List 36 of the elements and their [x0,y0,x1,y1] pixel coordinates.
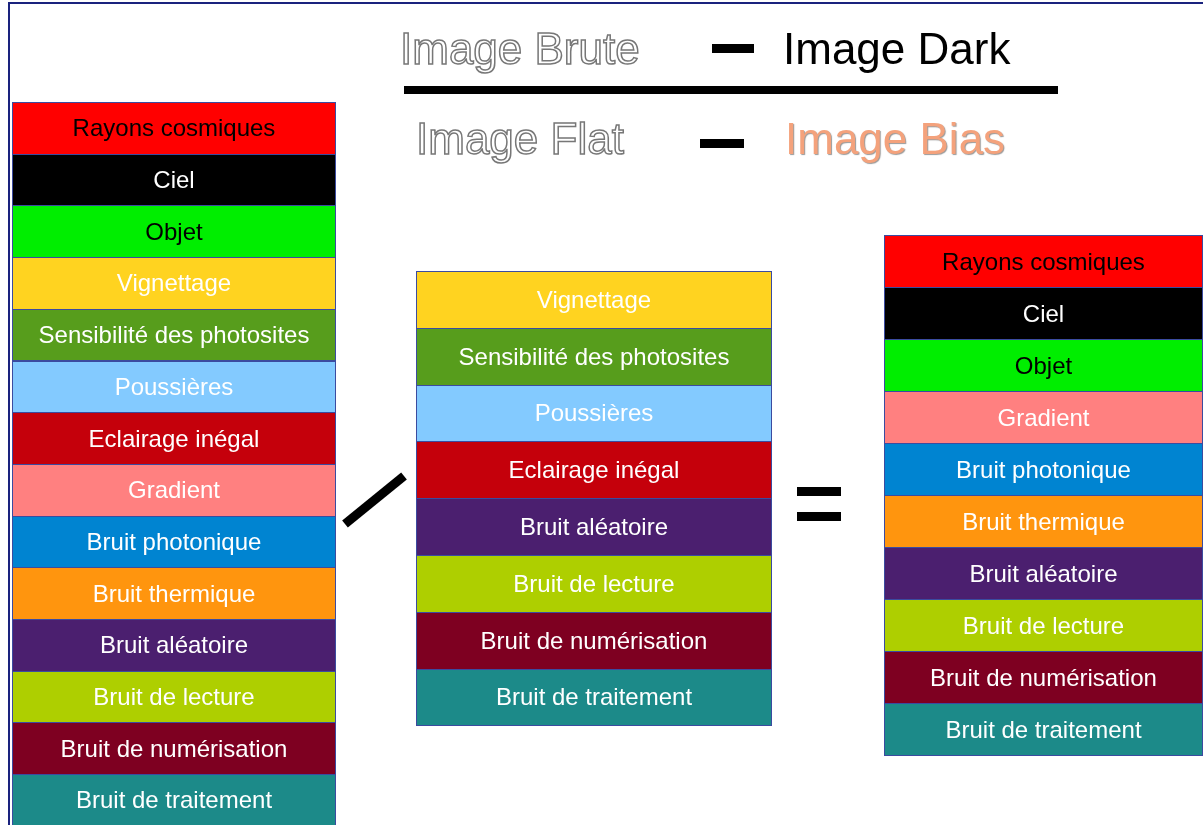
layer-band: Sensibilité des photosites [416,327,772,386]
layer-band: Poussières [12,360,336,414]
layer-band: Bruit de numérisation [416,611,772,670]
layer-band: Rayons cosmiques [12,102,336,155]
layer-band: Objet [884,339,1203,392]
layer-band: Bruit de lecture [416,555,772,613]
layer-band: Bruit de traitement [12,774,336,825]
layer-band: Vignettage [416,271,772,329]
layer-band: Bruit de traitement [884,703,1203,756]
layer-band: Bruit de numérisation [12,722,336,776]
layer-band: Bruit de lecture [12,670,336,724]
layer-band: Bruit photonique [12,515,336,569]
layer-band: Bruit thermique [884,495,1203,548]
layer-band: Sensibilité des photosites [12,308,336,362]
layer-band: Vignettage [12,257,336,310]
layer-band: Bruit aléatoire [12,619,336,672]
formula-term: Image Flat [416,114,624,164]
layer-band: Bruit aléatoire [416,498,772,556]
layer-band: Eclairage inégal [12,412,336,465]
layer-band: Bruit de traitement [416,668,772,727]
layer-band: Bruit thermique [12,567,336,620]
layer-band: Bruit aléatoire [884,547,1203,600]
layer-band: Ciel [884,287,1203,340]
formula-term: Image Bias [785,114,1006,164]
layer-band: Eclairage inégal [416,441,772,500]
layer-band: Gradient [884,391,1203,444]
layer-band: Gradient [12,463,336,517]
layer-band: Bruit de lecture [884,599,1203,652]
layer-band: Rayons cosmiques [884,235,1203,288]
layer-band: Ciel [12,153,336,207]
formula-term: Image Brute [400,24,640,74]
layer-band: Poussières [416,384,772,443]
layer-band: Bruit photonique [884,443,1203,496]
layer-band: Objet [12,205,336,259]
formula-term: Image Dark [783,24,1011,74]
layer-band: Bruit de numérisation [884,651,1203,704]
